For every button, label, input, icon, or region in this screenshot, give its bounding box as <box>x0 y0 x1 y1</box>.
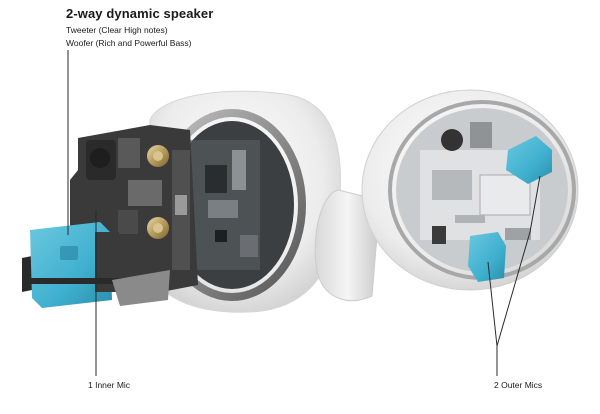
outer-mics-callout-line <box>496 175 541 347</box>
callout-lines <box>67 50 541 376</box>
inner-mic-label: 1 Inner Mic <box>88 380 131 390</box>
outer-mics-label: 2 Outer Mics <box>494 380 543 390</box>
outer-mic-bottom <box>468 232 506 282</box>
right-earbud-nozzle <box>314 189 381 302</box>
left-earbud <box>22 90 342 313</box>
woofer-label: Woofer (Rich and Powerful Bass) <box>66 38 192 48</box>
speaker-title: 2-way dynamic speaker <box>66 6 214 21</box>
woofer-contact <box>147 217 169 239</box>
tweeter-label: Tweeter (Clear High notes) <box>66 25 168 35</box>
inner-mic <box>22 222 123 308</box>
right-earbud <box>314 89 579 302</box>
tweeter-contact <box>147 145 169 167</box>
outer-mic-top <box>506 136 552 184</box>
